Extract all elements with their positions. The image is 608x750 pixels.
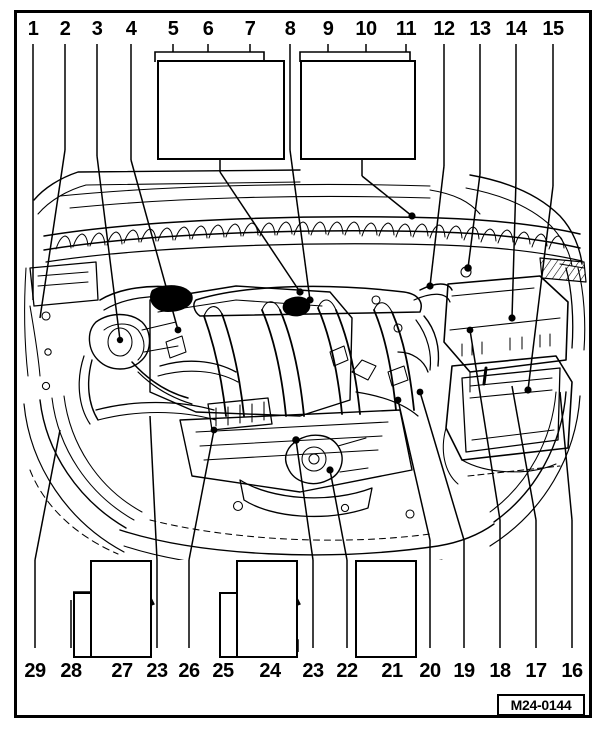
detail-box-engine-control-module xyxy=(300,60,416,160)
detail-box-sensor-left-upper xyxy=(90,560,152,658)
callout-number-bottom_row-3: 23 xyxy=(146,660,168,682)
callout-number-bottom_row-0: 29 xyxy=(24,660,46,682)
callout-number-bottom_row-10: 20 xyxy=(419,660,441,682)
callout-number-top_row-10: 11 xyxy=(395,18,417,40)
callout-numbers-bottom: 29 28 27 23 26 25 24 23 22 21 20 19 18 17 16 xyxy=(0,660,608,684)
callout-number-bottom_row-6: 24 xyxy=(259,660,281,682)
callout-number-bottom_row-12: 18 xyxy=(489,660,511,682)
callout-number-top_row-14: 15 xyxy=(542,18,564,40)
callout-number-top_row-2: 3 xyxy=(91,18,103,40)
callout-number-bottom_row-1: 28 xyxy=(60,660,82,682)
callout-number-bottom_row-4: 26 xyxy=(178,660,200,682)
callout-number-bottom_row-7: 23 xyxy=(302,660,324,682)
callout-number-bottom_row-11: 19 xyxy=(453,660,475,682)
callout-number-top_row-0: 1 xyxy=(27,18,39,40)
callout-number-top_row-8: 9 xyxy=(322,18,334,40)
callout-number-top_row-12: 13 xyxy=(469,18,491,40)
detail-box-sensor-right xyxy=(355,560,417,658)
callout-number-bottom_row-9: 21 xyxy=(381,660,403,682)
callout-number-top_row-9: 10 xyxy=(355,18,377,40)
callout-number-bottom_row-2: 27 xyxy=(111,660,133,682)
callout-number-bottom_row-13: 17 xyxy=(525,660,547,682)
callout-number-top_row-5: 6 xyxy=(202,18,214,40)
callout-number-top_row-7: 8 xyxy=(284,18,296,40)
callout-number-top_row-4: 5 xyxy=(167,18,179,40)
callout-number-top_row-11: 12 xyxy=(433,18,455,40)
callout-number-top_row-6: 7 xyxy=(244,18,256,40)
callout-number-top_row-3: 4 xyxy=(125,18,137,40)
callout-number-bottom_row-8: 22 xyxy=(336,660,358,682)
diagram-part-code: M24-0144 xyxy=(497,694,585,716)
callout-number-bottom_row-5: 25 xyxy=(212,660,234,682)
part-code-text: M24-0144 xyxy=(510,697,572,713)
callout-number-top_row-1: 2 xyxy=(59,18,71,40)
detail-box-oxygen-sensors xyxy=(157,60,285,160)
callout-number-bottom_row-14: 16 xyxy=(561,660,583,682)
detail-box-sensor-mid-upper xyxy=(236,560,298,658)
callout-number-top_row-13: 14 xyxy=(505,18,527,40)
